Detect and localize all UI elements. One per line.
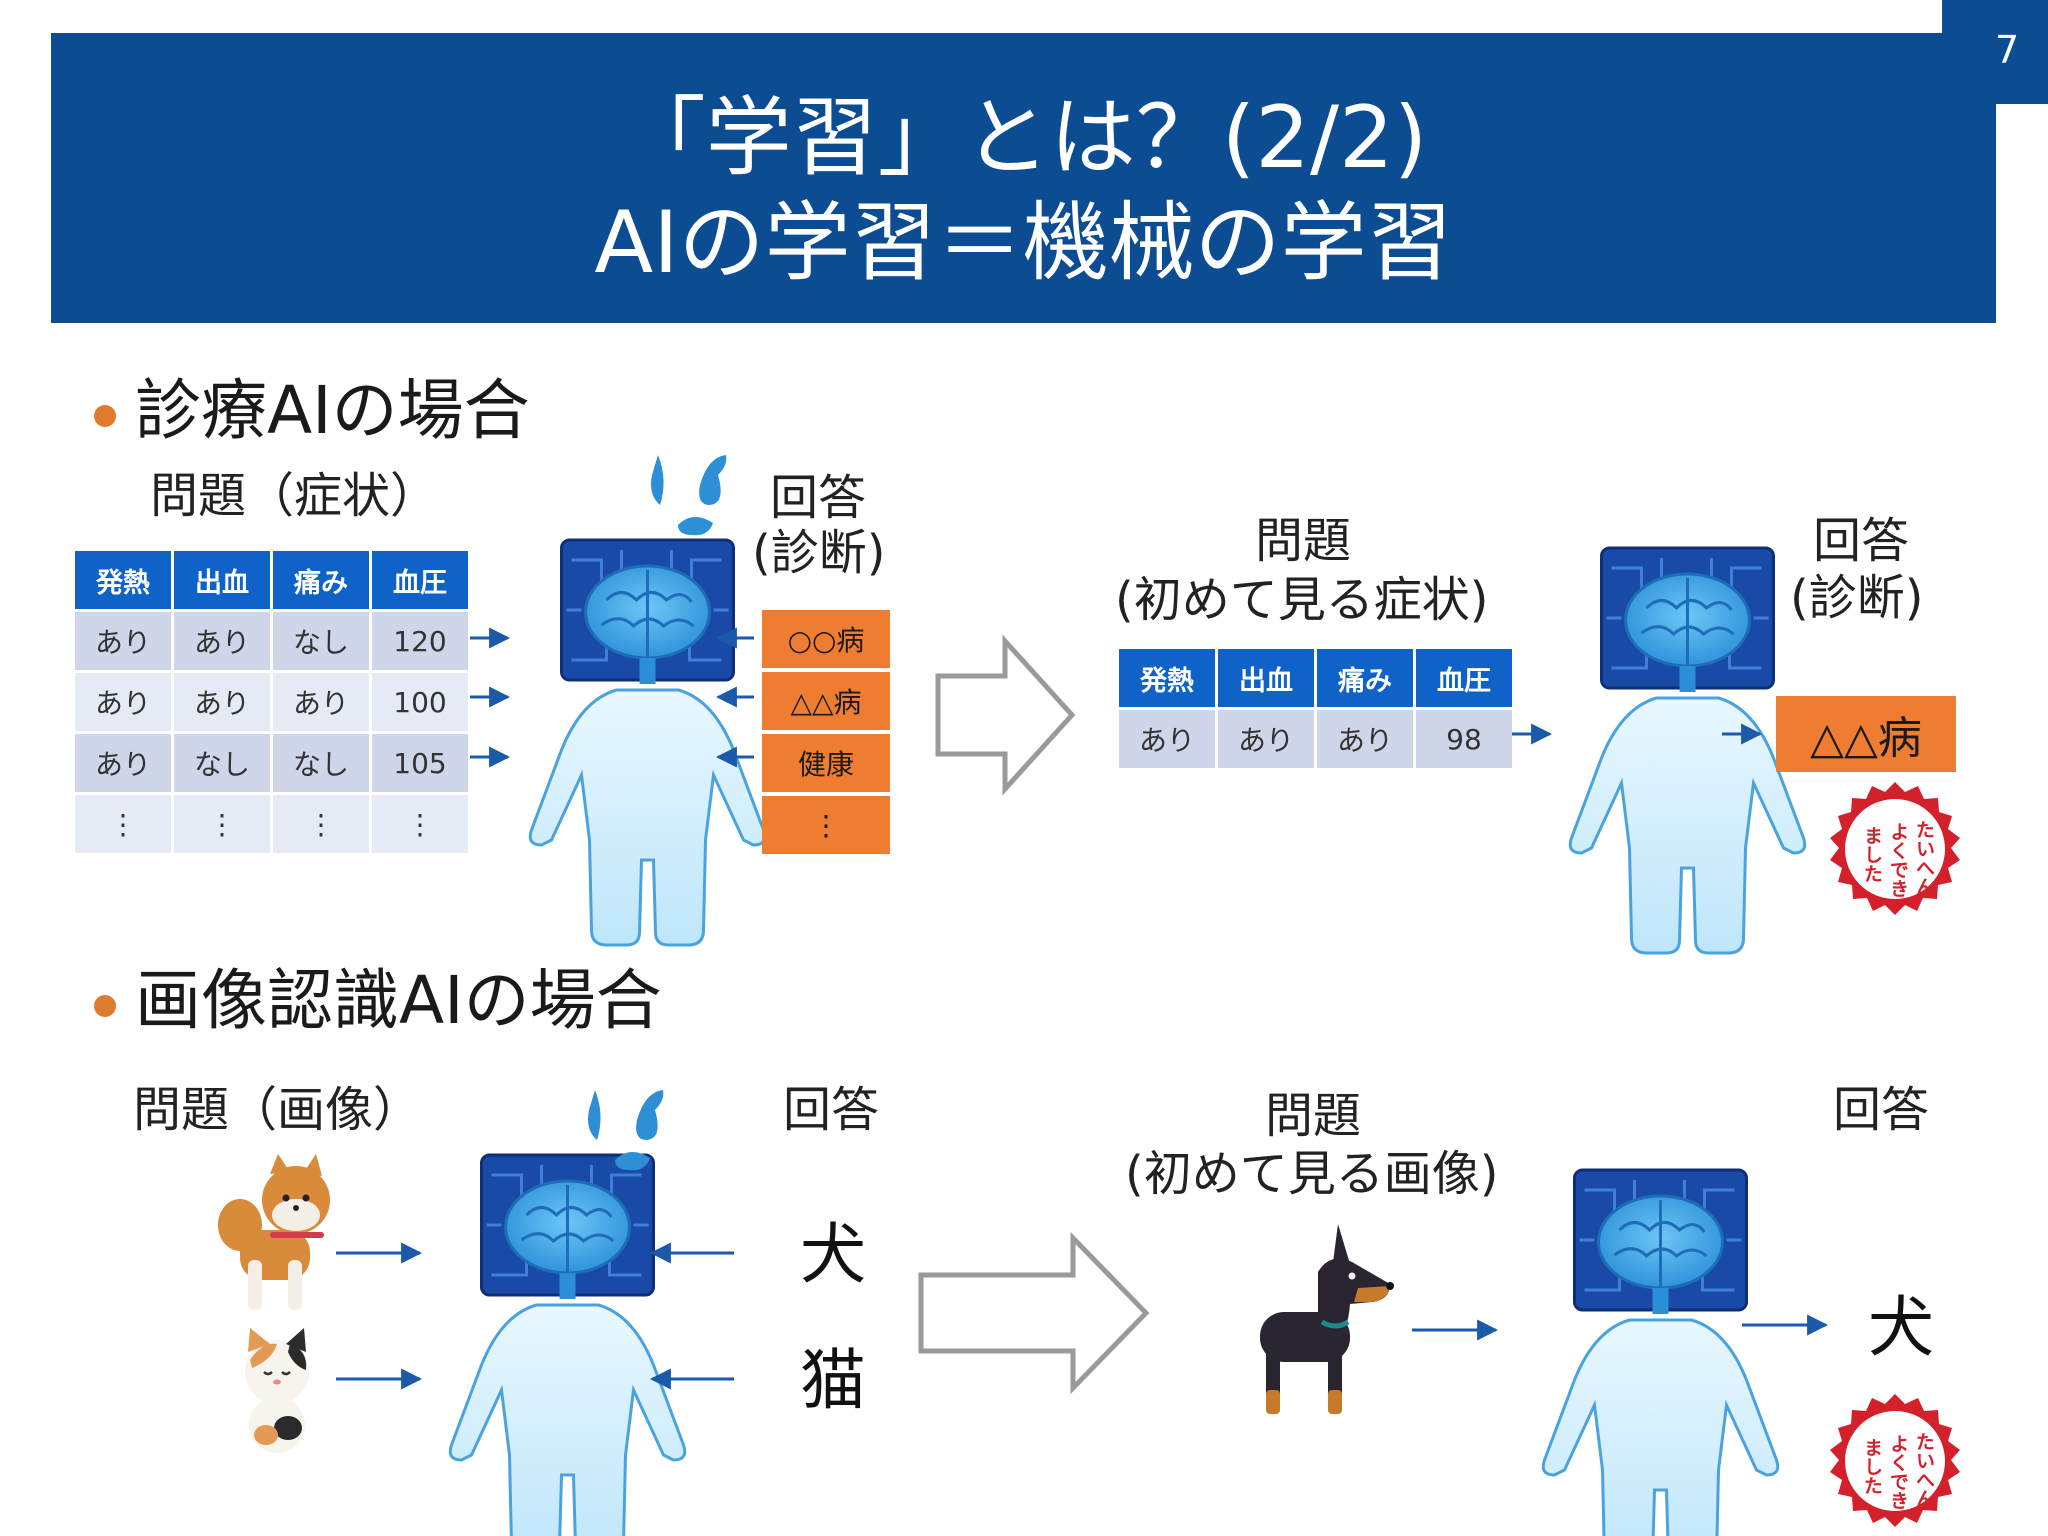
table-cell: あり: [75, 734, 171, 792]
slide-title-line1: 「学習」とは？(2/2): [619, 88, 1428, 188]
doberman-dog-illustration: [1260, 1224, 1394, 1414]
image-answer-label: 回答: [783, 1082, 880, 1138]
input-arrows-medical: [470, 627, 511, 768]
output-arrow: [1742, 1314, 1829, 1336]
table-cell: 98: [1416, 710, 1512, 768]
transition-arrow: [918, 1231, 1150, 1395]
stamp-text-line2: よくでき: [1887, 822, 1909, 898]
praise-stamp: たいへん よくでき ました: [1830, 1394, 1960, 1527]
shiba-dog-illustration: [218, 1154, 330, 1310]
table-header-cell: 発熱: [1119, 649, 1215, 707]
table-header-cell: 出血: [1218, 649, 1314, 707]
answer-box: ○○病: [762, 610, 890, 668]
input-arrow: [1412, 1319, 1499, 1341]
table-cell: あり: [174, 673, 270, 731]
image-problem-label: 問題（画像）: [133, 1082, 422, 1138]
sweat-drops-illustration: [651, 455, 727, 536]
answer-box: ⋮: [762, 796, 890, 854]
medical-answer-sublabel: (診断): [752, 525, 886, 581]
table-cell: ⋮: [273, 795, 369, 853]
table-cell: 120: [372, 612, 468, 670]
ai-robot-illustration: [448, 1153, 687, 1536]
inference-image-answer-label: 回答: [1833, 1082, 1930, 1138]
title-banner: [51, 33, 1996, 323]
medical-training-table: 発熱 出血 痛み 血圧 あり あり なし 120 あり あり あり 100 あり…: [72, 548, 471, 856]
stamp-text-line2: よくでき: [1887, 1434, 1909, 1510]
table-header-cell: 痛み: [273, 551, 369, 609]
sweat-drops-illustration: [588, 1090, 664, 1171]
answer-box: 健康: [762, 734, 890, 792]
medical-inference-table: 発熱 出血 痛み 血圧 あり あり あり 98: [1116, 646, 1515, 771]
transition-arrow: [935, 634, 1076, 796]
table-cell: あり: [1119, 710, 1215, 768]
inference-answer-label: 回答: [1813, 513, 1910, 569]
table-cell: なし: [273, 612, 369, 670]
table-header-cell: 出血: [174, 551, 270, 609]
table-row: ⋮ ⋮ ⋮ ⋮: [75, 795, 468, 853]
answer-word-cat: 猫: [800, 1342, 866, 1419]
bullet-medical: [94, 405, 116, 427]
table-header-cell: 血圧: [372, 551, 468, 609]
answer-arrow: [649, 1242, 734, 1264]
stamp-text-line3: ました: [1861, 826, 1883, 883]
table-cell: 105: [372, 734, 468, 792]
inference-image-problem-label: 問題: [1265, 1088, 1362, 1144]
inference-problem-label: 問題: [1255, 513, 1352, 569]
table-cell: ⋮: [75, 795, 171, 853]
section-heading-medical: 診療AIの場合: [135, 372, 530, 449]
inference-answer-box: △△病: [1776, 696, 1956, 772]
inference-answer-word-dog: 犬: [1868, 1289, 1934, 1366]
table-cell: あり: [174, 612, 270, 670]
inference-problem-sublabel: (初めて見る症状): [1115, 572, 1489, 628]
table-cell: 100: [372, 673, 468, 731]
answer-box: △△病: [762, 672, 890, 730]
table-cell: ⋮: [372, 795, 468, 853]
inference-answer-sublabel: (診断): [1790, 570, 1924, 626]
table-cell: ⋮: [174, 795, 270, 853]
table-row: あり なし なし 105: [75, 734, 468, 792]
input-arrow: [336, 1368, 423, 1390]
stamp-text-line1: たいへん: [1913, 1432, 1935, 1508]
inference-image-problem-sublabel: (初めて見る画像): [1125, 1146, 1499, 1202]
answer-word-dog: 犬: [800, 1216, 866, 1293]
stamp-text-line3: ました: [1861, 1438, 1883, 1495]
table-cell: あり: [1317, 710, 1413, 768]
medical-answer-label: 回答: [770, 470, 867, 526]
table-header-cell: 血圧: [1416, 649, 1512, 707]
section-heading-image: 画像認識AIの場合: [135, 962, 662, 1039]
table-cell: あり: [273, 673, 369, 731]
table-cell: あり: [75, 612, 171, 670]
table-header-cell: 発熱: [75, 551, 171, 609]
table-header-cell: 痛み: [1317, 649, 1413, 707]
output-arrow: [1722, 723, 1763, 745]
table-row: あり あり あり 100: [75, 673, 468, 731]
bullet-image: [94, 995, 116, 1017]
table-cell: あり: [75, 673, 171, 731]
calico-cat-illustration: [245, 1328, 309, 1453]
input-arrow: [336, 1242, 423, 1264]
table-row: あり あり あり 98: [1119, 710, 1512, 768]
answer-arrows-medical: [715, 627, 754, 768]
table-cell: なし: [174, 734, 270, 792]
table-row: あり あり なし 120: [75, 612, 468, 670]
answer-arrow: [649, 1368, 734, 1390]
stamp-text-line1: たいへん: [1913, 820, 1935, 896]
medical-problem-label: 問題（症状）: [150, 468, 439, 524]
input-arrow: [1512, 723, 1553, 745]
praise-stamp: たいへん よくでき ました: [1830, 782, 1960, 915]
table-cell: なし: [273, 734, 369, 792]
table-cell: あり: [1218, 710, 1314, 768]
ai-robot-illustration: [1541, 1168, 1780, 1536]
slide-title-line2: AIの学習＝機械の学習: [594, 193, 1453, 293]
